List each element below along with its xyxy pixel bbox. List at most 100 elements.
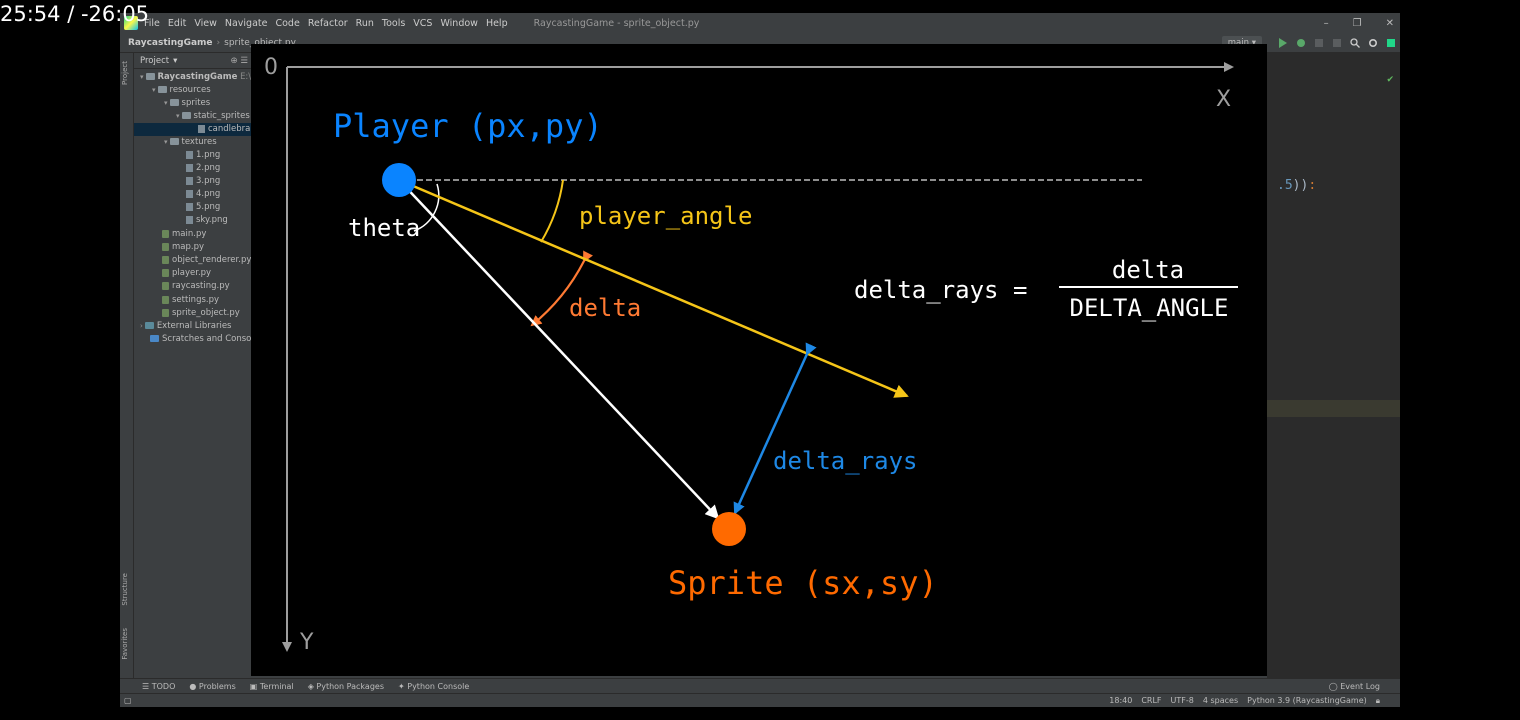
player-angle-ray: [398, 178, 909, 398]
tree-item[interactable]: 1.png: [186, 149, 220, 162]
theta-arc: [413, 183, 440, 232]
tree-item[interactable]: 3.png: [186, 175, 220, 188]
menu-refactor[interactable]: Refactor: [307, 17, 348, 29]
image-file-icon: [186, 176, 193, 185]
todo-tab[interactable]: ☰ TODO: [142, 681, 176, 691]
expand-arrow-icon[interactable]: ▾: [164, 99, 168, 107]
tree-item[interactable]: ▾resources: [152, 84, 211, 97]
menu-vcs[interactable]: VCS: [413, 17, 433, 29]
breadcrumb-project[interactable]: RaycastingGame: [128, 37, 213, 48]
python-packages-tab[interactable]: ◈ Python Packages: [307, 681, 384, 691]
tree-item[interactable]: ▾textures: [164, 136, 217, 149]
minimize-icon[interactable]: –: [1323, 17, 1329, 29]
file-encoding[interactable]: UTF-8: [1170, 696, 1194, 705]
tree-item[interactable]: object_renderer.py: [162, 254, 251, 267]
python-interpreter[interactable]: Python 3.9 (RaycastingGame): [1247, 696, 1367, 705]
menu-navigate[interactable]: Navigate: [224, 17, 268, 29]
tree-item[interactable]: Scratches and Consoles: [150, 333, 252, 346]
title-bar: File Edit View Navigate Code Refactor Ru…: [120, 13, 1400, 33]
image-file-icon: [186, 163, 193, 172]
cursor-position[interactable]: 18:40: [1109, 696, 1133, 705]
tree-item[interactable]: raycasting.py: [162, 280, 230, 293]
project-view-selector[interactable]: Project: [140, 55, 170, 66]
layout-toggle-icon[interactable]: ▢: [124, 696, 132, 705]
tab-label: Terminal: [259, 681, 294, 691]
search-icon[interactable]: [1350, 38, 1360, 48]
gear-icon[interactable]: [1368, 38, 1378, 48]
tree-item[interactable]: ▾static_sprites: [176, 110, 250, 123]
tree-item[interactable]: ›External Libraries: [140, 320, 232, 333]
debug-icon[interactable]: [1296, 38, 1306, 48]
inspection-ok-icon[interactable]: ✔: [1386, 75, 1394, 85]
tree-item-label: raycasting.py: [172, 281, 230, 291]
jetbrains-icon[interactable]: [1386, 38, 1396, 48]
close-icon[interactable]: ✕: [1385, 17, 1394, 29]
stop-icon[interactable]: [1332, 38, 1342, 48]
tree-item-label: Scratches and Consoles: [162, 334, 252, 344]
tree-item[interactable]: 5.png: [186, 201, 220, 214]
favorites-tool-tab[interactable]: Favorites: [121, 628, 129, 660]
indent-setting[interactable]: 4 spaces: [1202, 696, 1239, 705]
chevron-down-icon[interactable]: ▾: [173, 55, 178, 66]
y-axis-label: Y: [299, 630, 314, 655]
video-timer: 25:54 / -26:05: [0, 2, 150, 26]
tree-item-label: sprites: [181, 98, 211, 108]
tree-item[interactable]: player.py: [162, 267, 211, 280]
tree-item[interactable]: sky.png: [186, 214, 228, 227]
problems-tab[interactable]: ● Problems: [189, 681, 236, 691]
tree-root[interactable]: ▾RaycastingGame E:\P: [140, 71, 252, 84]
video-overlay: 0 X Y Player (px,py) theta player_angle …: [251, 44, 1267, 676]
panel-actions[interactable]: ⊕ ☰: [230, 55, 248, 66]
formula-lhs: delta_rays =: [854, 276, 1027, 304]
structure-tool-tab[interactable]: Structure: [121, 573, 129, 606]
tree-item[interactable]: map.py: [162, 241, 204, 254]
tree-item[interactable]: 2.png: [186, 162, 220, 175]
lock-icon[interactable]: 🔒︎: [1375, 696, 1380, 705]
menu-view[interactable]: View: [194, 17, 217, 29]
menu-window[interactable]: Window: [440, 17, 478, 29]
tree-item-selected[interactable]: candlebra...: [134, 123, 252, 136]
project-tool-tab[interactable]: Project: [121, 61, 129, 85]
tree-item-label: 5.png: [196, 202, 221, 212]
menu-tools[interactable]: Tools: [381, 17, 406, 29]
left-tool-strip: Project Structure Favorites: [120, 53, 134, 693]
line-ending[interactable]: CRLF: [1141, 696, 1162, 705]
python-file-icon: [162, 281, 169, 290]
menu-run[interactable]: Run: [355, 17, 374, 29]
restore-icon[interactable]: ❐: [1352, 17, 1362, 29]
player-label: Player (px,py): [333, 107, 603, 145]
menu-file[interactable]: File: [144, 17, 160, 29]
python-console-tab[interactable]: ✦ Python Console: [398, 681, 470, 691]
tree-item[interactable]: sprite_object.py: [162, 307, 240, 320]
tree-item-label: 4.png: [196, 189, 221, 199]
tree-item[interactable]: settings.py: [162, 294, 219, 307]
menu-edit[interactable]: Edit: [167, 17, 187, 29]
event-log-tab[interactable]: ◯ Event Log: [1328, 682, 1380, 691]
sprite-label: Sprite (sx,sy): [668, 564, 938, 602]
expand-arrow-icon[interactable]: ▾: [176, 112, 180, 120]
tree-item[interactable]: 4.png: [186, 188, 220, 201]
menu-code[interactable]: Code: [275, 17, 300, 29]
code-editor[interactable]: ✔ .5)):: [1267, 53, 1400, 678]
tree-item[interactable]: main.py: [162, 228, 206, 241]
menu-help[interactable]: Help: [485, 17, 508, 29]
tab-label: TODO: [151, 681, 176, 691]
run-icon[interactable]: [1278, 38, 1288, 48]
terminal-tab[interactable]: ▣ Terminal: [249, 681, 294, 691]
breadcrumb-file[interactable]: sprite_object.py: [224, 37, 296, 48]
expand-arrow-icon[interactable]: ›: [140, 322, 143, 330]
image-file-icon: [186, 150, 193, 159]
tab-label: Python Console: [407, 681, 470, 691]
tree-item[interactable]: ▾ sprites: [164, 97, 210, 110]
expand-arrow-icon[interactable]: ▾: [152, 86, 156, 94]
image-file-icon: [186, 202, 193, 211]
image-file-icon: [186, 215, 193, 224]
pycharm-logo-icon: [124, 16, 138, 30]
folder-icon: [181, 112, 191, 119]
expand-arrow-icon[interactable]: ▾: [140, 73, 144, 81]
python-file-icon: [162, 229, 169, 238]
coverage-icon[interactable]: [1314, 38, 1324, 48]
image-file-icon: [186, 189, 193, 198]
expand-arrow-icon[interactable]: ▾: [164, 138, 168, 146]
